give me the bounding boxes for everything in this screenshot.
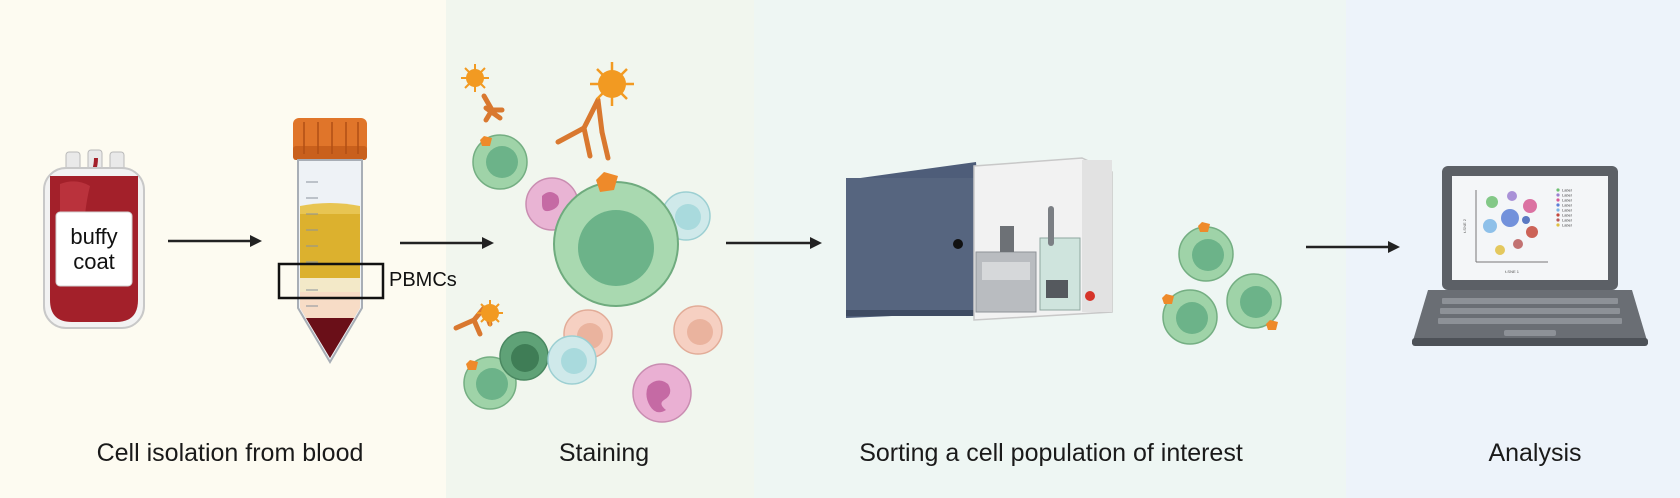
tsne-clusters <box>1483 191 1538 255</box>
plot-legend-swatch <box>1556 193 1560 197</box>
plot-x-axis-label: t-SNE 1 <box>1505 269 1520 274</box>
plot-legend-label: Label <box>1562 193 1572 198</box>
plot-legend-label: Label <box>1562 198 1572 203</box>
plot-legend-label: Label <box>1562 213 1572 218</box>
plot-legend-swatch <box>1556 203 1560 207</box>
centrifuge-tube-icon <box>277 118 385 364</box>
buffy-coat-line-2: coat <box>73 249 115 274</box>
staining-cells <box>463 134 723 423</box>
plot-legend-label: Label <box>1562 223 1572 228</box>
plot-axes <box>1475 190 1548 263</box>
caption-staining: Staining <box>558 439 650 467</box>
buffy-coat-label-box <box>55 211 133 287</box>
pbmc-label: PBMCs <box>389 269 457 291</box>
plot-legend-marks <box>1556 188 1560 227</box>
plot-legend-label: Label <box>1562 208 1572 213</box>
plot-legend-swatch <box>1556 208 1560 212</box>
buffy-coat-line-1: buffy <box>70 224 118 249</box>
buffy-coat-label: buffy coat <box>56 224 132 274</box>
plot-legend-swatch <box>1556 198 1560 202</box>
epitope-markers <box>466 136 618 370</box>
caption-isolation: Cell isolation from blood <box>96 439 364 467</box>
plot-legend-label: Label <box>1562 203 1572 208</box>
sorted-cells <box>1162 222 1282 345</box>
cell-sorter-icon <box>846 157 1113 321</box>
plot-y-axis-label: t-SNE 2 <box>1462 218 1467 233</box>
arrows <box>168 235 1400 253</box>
plot-legend-label: Label <box>1562 218 1572 223</box>
plot-legend-swatch <box>1556 188 1560 192</box>
plot-legend-swatch <box>1556 223 1560 227</box>
pbmc-highlight-box <box>277 262 385 300</box>
caption-analysis: Analysis <box>1488 439 1582 467</box>
laptop-icon <box>1412 166 1648 346</box>
blood-bag-icon <box>43 149 145 329</box>
fluorophore-icon <box>461 62 634 326</box>
plot-legend-swatch <box>1556 213 1560 217</box>
caption-sorting: Sorting a cell population of interest <box>859 439 1243 467</box>
plot-legend-swatch <box>1556 218 1560 222</box>
keyboard-keys <box>1438 298 1622 324</box>
plot-legend-label: Label <box>1562 188 1572 193</box>
